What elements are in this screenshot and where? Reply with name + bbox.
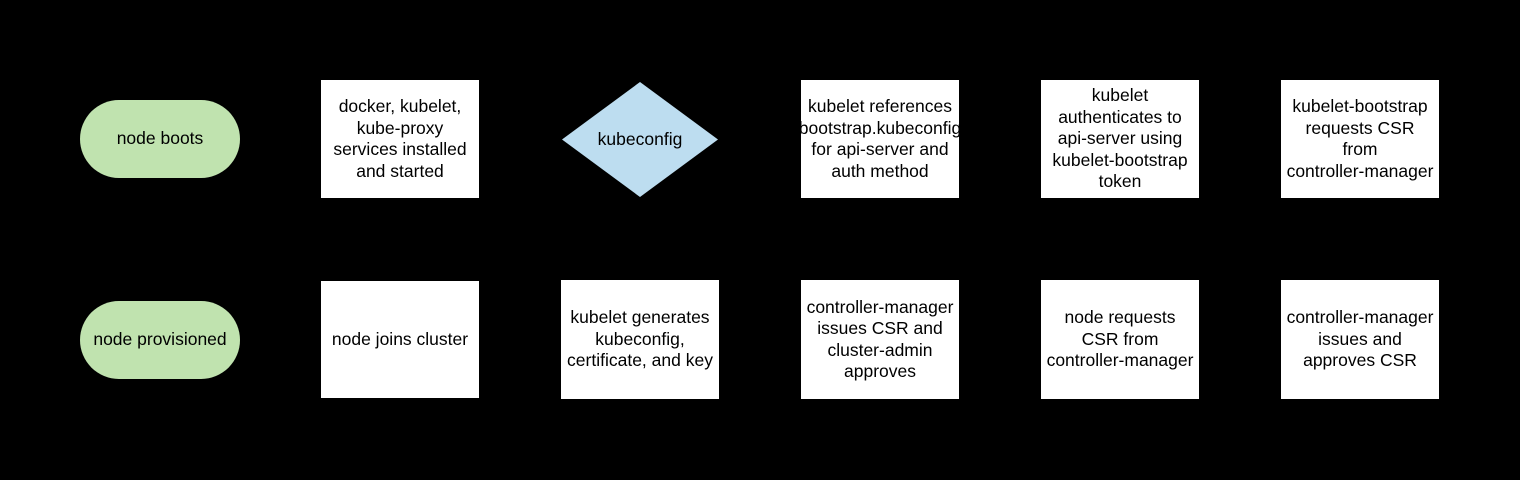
node-label: kubelet-bootstrap requests CSR from cont…	[1286, 96, 1434, 181]
node-label: node requests CSR from controller-manage…	[1046, 307, 1194, 371]
process-services-installed: docker, kubelet, kube-proxy services ins…	[321, 80, 479, 198]
process-kubelet-generates-kubeconfig: kubelet generates kubeconfig, certificat…	[561, 280, 719, 399]
node-label: node provisioned	[93, 329, 227, 350]
node-label: kubelet references bootstrap.kubeconfig …	[798, 96, 962, 181]
process-controller-manager-issues-approves-csr: controller-manager issues and approves C…	[1281, 280, 1439, 399]
process-controller-manager-issues-cluster-admin-approves: controller-manager issues CSR and cluste…	[801, 280, 959, 399]
node-label: docker, kubelet, kube-proxy services ins…	[333, 96, 467, 181]
process-kubelet-bootstrap-requests-csr: kubelet-bootstrap requests CSR from cont…	[1281, 80, 1439, 198]
process-kubelet-authenticates: kubelet authenticates to api-server usin…	[1041, 80, 1199, 198]
decision-kubeconfig: kubeconfig	[562, 82, 718, 197]
process-kubelet-references-bootstrap-kubeconfig: kubelet references bootstrap.kubeconfig …	[798, 80, 962, 198]
node-label: node joins cluster	[331, 328, 469, 349]
node-label: kubelet generates kubeconfig, certificat…	[567, 307, 713, 371]
terminal-node-boots: node boots	[80, 100, 240, 178]
node-label: controller-manager issues CSR and cluste…	[806, 296, 954, 382]
node-label: kubeconfig	[597, 128, 683, 149]
process-node-requests-csr: node requests CSR from controller-manage…	[1041, 280, 1199, 399]
process-node-joins-cluster: node joins cluster	[321, 281, 479, 398]
node-label: kubelet authenticates to api-server usin…	[1052, 85, 1188, 192]
node-label: node boots	[116, 128, 204, 149]
node-label: controller-manager issues and approves C…	[1286, 307, 1434, 371]
terminal-node-provisioned: node provisioned	[80, 301, 240, 379]
